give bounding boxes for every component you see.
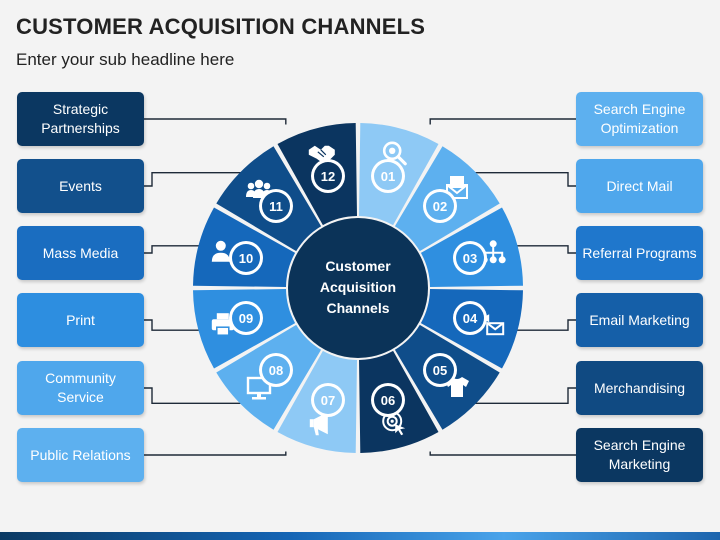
channel-label-04: Email Marketing [576,293,703,347]
channel-label-text-02: Direct Mail [606,177,673,194]
connector-01 [429,118,576,125]
megaphone-icon [309,412,328,436]
channel-label-text-07: Public Relations [30,446,131,463]
magnifier-gear-icon [382,141,407,166]
channel-label-text-03: Referral Programs [582,244,697,261]
channel-label-text-04: Email Marketing [589,311,690,328]
channel-label-text-01: Search Engine Optimization [593,101,686,136]
channel-label-08: Community Service [17,361,144,415]
center-circle [288,218,428,358]
channel-label-03: Referral Programs [576,226,703,280]
printer-icon [211,313,234,336]
channel-label-05: Merchandising [576,361,703,415]
channel-label-01: Search Engine Optimization [576,92,703,146]
wheel-segments: 01 02 03 04 05 06 07 08 09 10 11 12 [193,123,523,453]
badge-fill-05 [426,356,454,384]
connector-11 [144,172,247,187]
page-title: CUSTOMER ACQUISITION CHANNELS [16,14,426,39]
channel-label-text-06: Search Engine Marketing [593,437,686,472]
channel-label-text-05: Merchandising [593,379,686,396]
badge-number-09: 09 [239,311,253,326]
envelope-letter-icon [446,176,468,199]
channel-label-02: Direct Mail [576,159,703,213]
badge-number-02: 02 [433,199,447,214]
badge-number-12: 12 [321,169,335,184]
badge-number-05: 05 [433,363,447,378]
badge-fill-12 [314,162,342,190]
badge-fill-02 [426,192,454,220]
connector-09 [144,319,205,331]
badge-number-11: 11 [269,199,283,214]
badge-number-06: 06 [381,393,395,408]
channel-label-07: Public Relations [17,428,144,482]
badge-number-10: 10 [239,251,253,266]
badge-number-07: 07 [321,393,335,408]
connector-06 [429,451,576,456]
connector-03 [511,245,576,254]
badge-number-08: 08 [269,363,283,378]
badge-number-01: 01 [381,169,395,184]
page-subtitle: Enter your sub headline here [16,50,235,69]
connector-02 [469,172,576,187]
badge-fill-07 [314,386,342,414]
badge-fill-06 [374,386,402,414]
connector-07 [144,451,287,456]
connector-10 [144,245,205,254]
channel-label-09: Print [17,293,144,347]
badge-fill-04 [456,304,484,332]
connector-04 [511,319,576,331]
badge-fill-10 [232,244,260,272]
channel-label-text-11: Events [59,177,102,194]
handshake-icon [308,145,335,162]
badge-fill-11 [262,192,290,220]
badge-number-04: 04 [463,311,478,326]
connector-05 [469,387,576,404]
channel-label-text-10: Mass Media [42,244,119,261]
channel-label-12: Strategic Partnerships [17,92,144,146]
connector-12 [144,118,287,125]
bottom-accent-bar [0,532,720,540]
badge-number-03: 03 [463,251,477,266]
channel-label-text-09: Print [66,311,95,328]
channel-label-06: Search Engine Marketing [576,428,703,482]
channel-label-text-08: Community Service [45,370,116,405]
channel-label-10: Mass Media [17,226,144,280]
connector-lines [144,118,576,456]
channel-label-text-12: Strategic Partnerships [41,101,120,136]
badge-fill-01 [374,162,402,190]
badge-fill-09 [232,304,260,332]
channel-label-11: Events [17,159,144,213]
connector-08 [144,387,247,404]
badge-fill-03 [456,244,484,272]
badge-fill-08 [262,356,290,384]
